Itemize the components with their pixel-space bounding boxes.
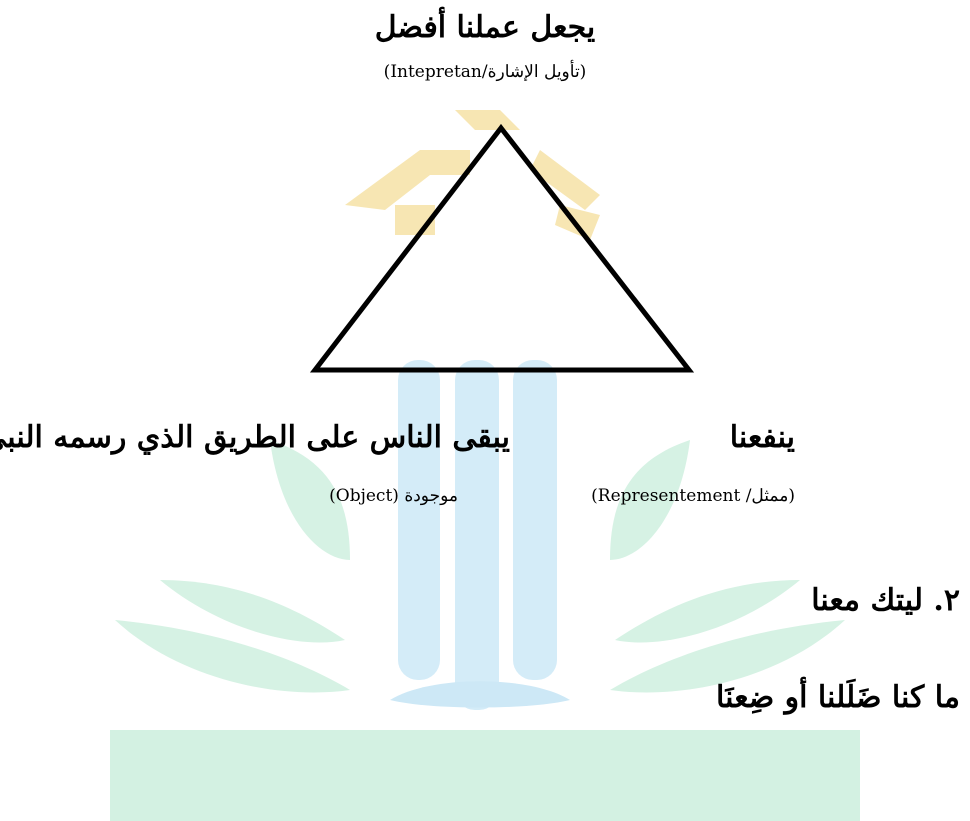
interpretant-title: يجعل عملنا أفضل <box>374 10 596 45</box>
list-item-line: ما كنا ضَلَلنا أو ضِعنَا <box>716 680 960 715</box>
object-title: يبقى الناس على الطريق الذي رسمه النبي <box>0 420 510 455</box>
triangle-shape <box>309 123 695 373</box>
interpretant-note: (تأويل الإشارة/Intepretan) <box>383 62 587 82</box>
representamen-title: ينفعنا <box>729 420 795 455</box>
object-note: موجودة (Object) <box>329 486 458 506</box>
list-item-2: ٢. ليتك معنا <box>811 583 960 618</box>
representamen-note: (ممثل/ Representement) <box>591 486 795 506</box>
